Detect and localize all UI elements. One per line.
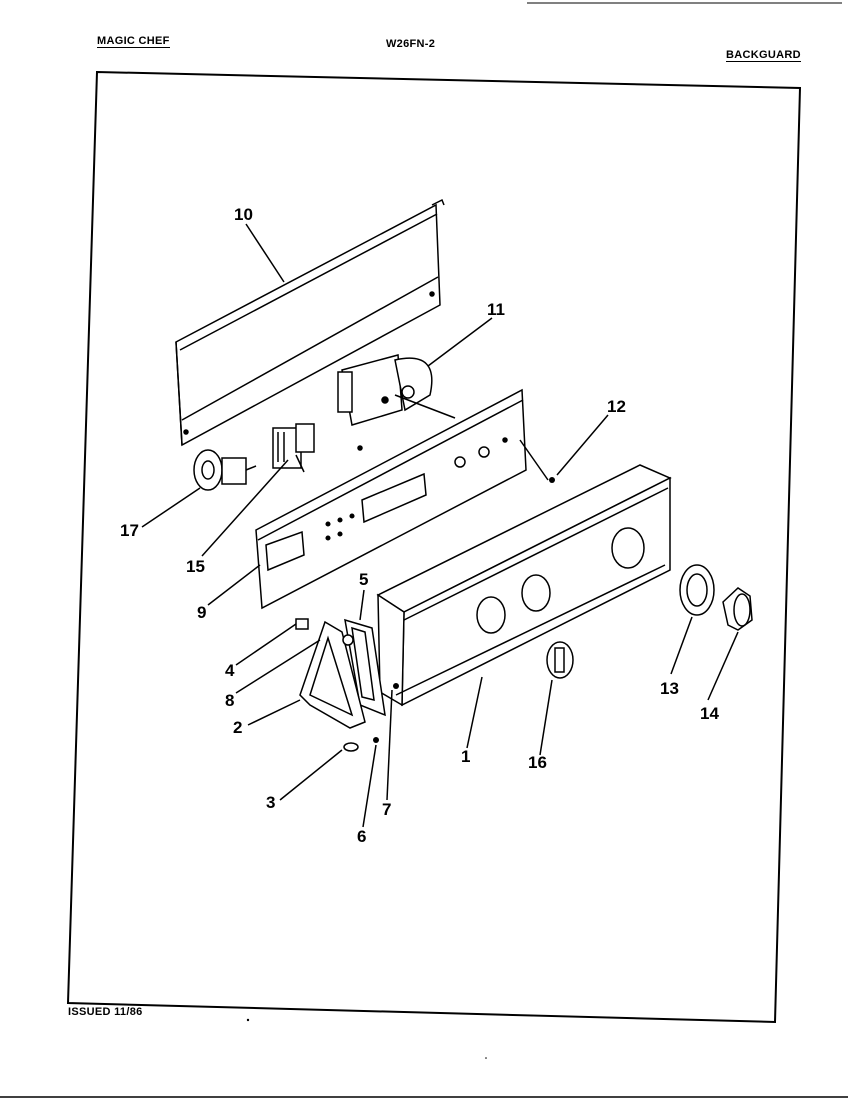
leader-lines: [141, 223, 739, 828]
part-10-top-panel: [175, 198, 445, 447]
part-9-control-panel: [255, 388, 549, 610]
callout-9: 9: [197, 603, 206, 622]
part-16-knob: [546, 641, 574, 679]
part-14-knob: [722, 587, 753, 631]
callout-7: 7: [382, 800, 391, 819]
speck: [485, 1057, 487, 1059]
callout-8: 8: [225, 691, 234, 710]
part-1-console: [376, 464, 672, 707]
callout-2: 2: [233, 718, 242, 737]
part-15-switch: [272, 423, 315, 473]
speck: [246, 1018, 250, 1022]
part-5-bracket: [344, 618, 386, 717]
part-12-screw: [549, 477, 555, 483]
section-title: BACKGUARD: [726, 49, 801, 62]
callout-4: 4: [225, 661, 235, 680]
callout-1: 1: [461, 747, 470, 766]
issued-date: ISSUED 11/86: [68, 1006, 143, 1018]
part-3-clip: [343, 742, 359, 752]
part-6-screw: [373, 737, 379, 743]
callout-12: 12: [607, 397, 626, 416]
brand-label: MAGIC CHEF: [97, 35, 170, 48]
drawing-frame: [66, 70, 802, 1024]
callout-14: 14: [700, 704, 719, 723]
callout-13: 13: [660, 679, 679, 698]
part-11-timer: [337, 354, 456, 451]
part-7-screw: [393, 683, 399, 689]
callout-5: 5: [359, 570, 368, 589]
callout-10: 10: [234, 205, 253, 224]
callout-3: 3: [266, 793, 275, 812]
part-2-bezel: [299, 620, 366, 729]
callout-11: 11: [487, 300, 505, 319]
callout-15: 15: [186, 557, 205, 576]
part-13-dial: [679, 564, 715, 616]
part-8-lamp: [342, 634, 354, 646]
model-number: W26FN-2: [386, 38, 436, 50]
part-17-rotary-switch: [193, 449, 257, 491]
callout-6: 6: [357, 827, 366, 846]
part-4-clip: [295, 618, 309, 630]
callout-17: 17: [120, 521, 139, 540]
callout-16: 16: [528, 753, 547, 772]
